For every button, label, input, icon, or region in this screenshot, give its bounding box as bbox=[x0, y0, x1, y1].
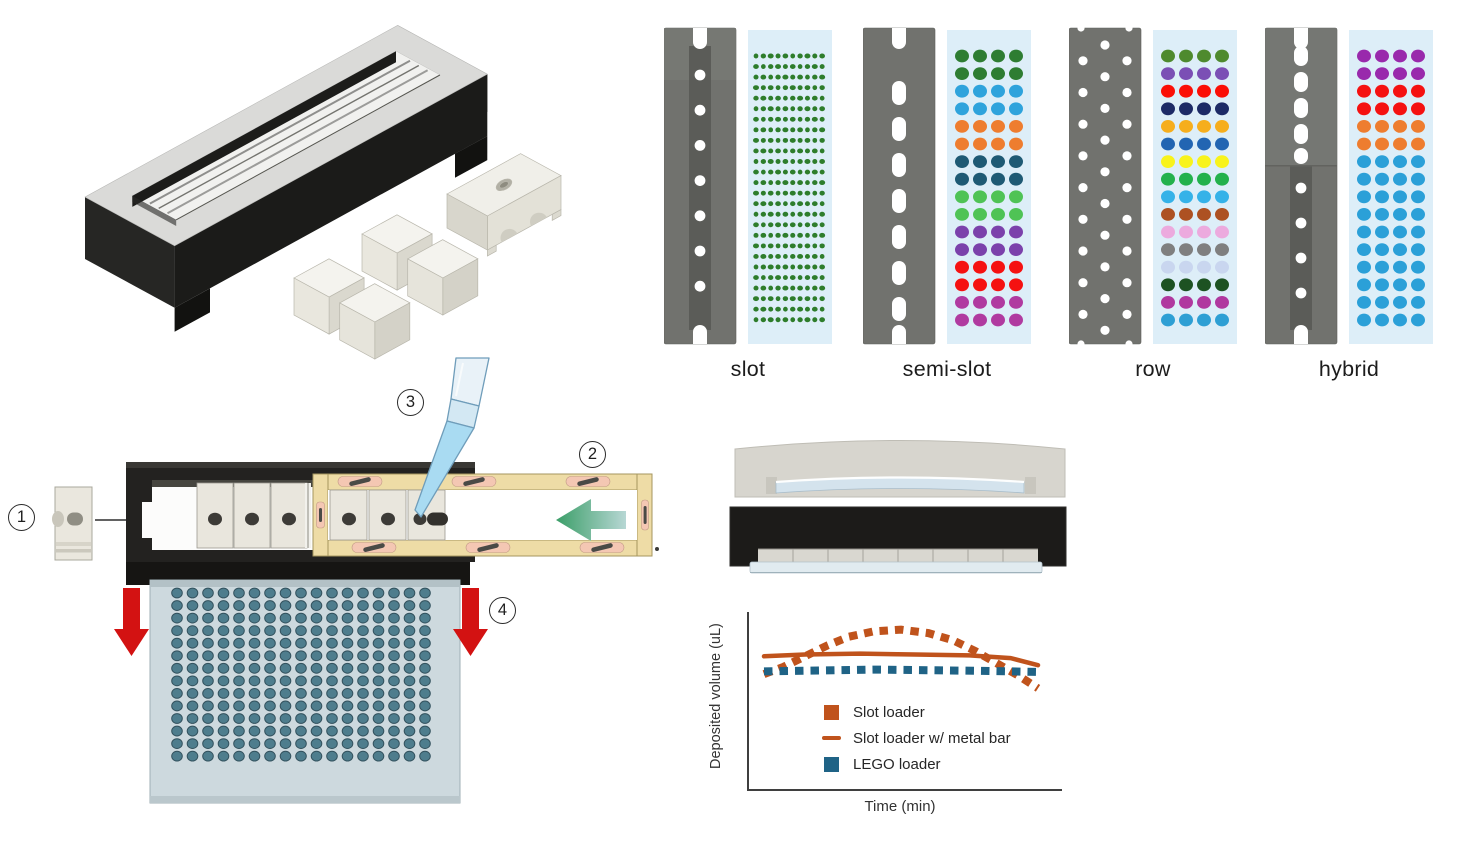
jig-insert-direction-arrow bbox=[556, 499, 626, 541]
loading-process-schematic bbox=[52, 357, 659, 804]
jig-clips bbox=[337, 476, 625, 553]
loader-cross-sections bbox=[729, 440, 1067, 574]
legend-row-slot-loader-metal-bar: Slot loader w/ metal bar bbox=[821, 725, 1011, 751]
loader-type-hybrid: hybrid bbox=[1264, 26, 1443, 390]
legend-label: Slot loader bbox=[853, 703, 925, 721]
block-pair-1 bbox=[293, 258, 411, 360]
lego-block-loose bbox=[52, 486, 93, 561]
step-2-badge: 2 bbox=[579, 441, 606, 468]
chart-series bbox=[761, 625, 1041, 692]
deposited-volume-chart bbox=[747, 612, 1062, 791]
semi-slot-bar-and-spots bbox=[862, 27, 1031, 345]
red-down-arrow-left bbox=[114, 588, 149, 656]
step-2-number: 2 bbox=[587, 445, 598, 463]
chart-y-axis-label: Deposited volume (uL) bbox=[708, 623, 724, 769]
loader-type-row: row bbox=[1068, 24, 1247, 390]
slot-loader-metal-bar-marker-icon bbox=[821, 735, 841, 741]
chart-x-axis-label: Time (min) bbox=[864, 798, 936, 815]
chart-axes bbox=[747, 612, 1062, 791]
chart-legend: Slot loader Slot loader w/ metal bar LEG… bbox=[821, 699, 1011, 777]
hybrid-bar-and-spots bbox=[1264, 27, 1433, 345]
lego-loader-marker-icon bbox=[823, 756, 839, 772]
step-3-badge: 3 bbox=[397, 389, 424, 416]
slot-loader-cross-section bbox=[734, 440, 1066, 498]
step-1-badge: 1 bbox=[8, 504, 35, 531]
loader-label-slot: slot bbox=[730, 357, 766, 381]
red-down-arrow-right bbox=[453, 588, 488, 656]
pipette bbox=[414, 357, 490, 518]
loader-type-semi-slot: semi-slot bbox=[862, 26, 1041, 390]
loader-label-row: row bbox=[1135, 357, 1171, 381]
step-4-number: 4 bbox=[497, 601, 508, 619]
jig-blocks bbox=[329, 489, 448, 541]
loader-label-semi-slot: semi-slot bbox=[902, 357, 992, 381]
slot-bar-and-spots bbox=[663, 27, 832, 345]
lego-loader-cross-section bbox=[729, 506, 1067, 574]
slide-spot-array bbox=[171, 587, 431, 762]
legend-row-lego-loader: LEGO loader bbox=[821, 751, 1011, 777]
legend-label: LEGO loader bbox=[853, 755, 941, 773]
step-1-number: 1 bbox=[16, 508, 27, 526]
loader-label-hybrid: hybrid bbox=[1318, 357, 1380, 381]
lego-blocks-3d bbox=[293, 153, 562, 360]
block-pair-2 bbox=[361, 214, 479, 316]
remove-slide-arrows bbox=[114, 588, 488, 656]
step-4-badge: 4 bbox=[489, 597, 516, 624]
step-3-number: 3 bbox=[405, 393, 416, 411]
legend-row-slot-loader: Slot loader bbox=[821, 699, 1011, 725]
block-underside-view bbox=[446, 153, 562, 257]
loader-type-slot: slot bbox=[663, 26, 842, 390]
frame-3d bbox=[84, 24, 488, 332]
legend-label: Slot loader w/ metal bar bbox=[853, 729, 1011, 747]
slot-loader-marker-icon bbox=[823, 704, 839, 720]
row-bar-and-spots bbox=[1068, 24, 1237, 348]
printed-glass-slide bbox=[149, 579, 461, 804]
lego-loader-3d-view bbox=[84, 24, 562, 360]
loaded-blocks bbox=[196, 482, 308, 549]
